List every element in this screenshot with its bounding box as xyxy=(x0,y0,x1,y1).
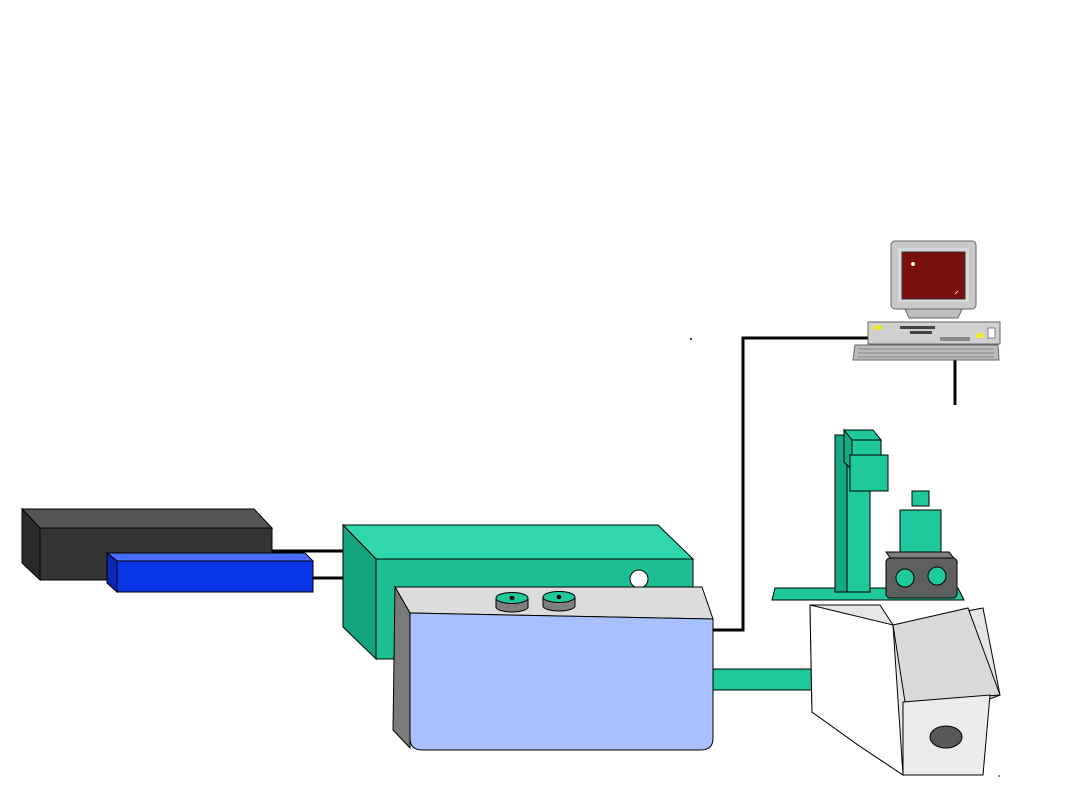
front-panel xyxy=(409,612,714,751)
indicator-light xyxy=(629,569,649,589)
blue-box xyxy=(105,551,315,594)
microscope xyxy=(771,428,1001,776)
microscope-port xyxy=(929,725,963,749)
front-panel-unit xyxy=(392,585,714,751)
stray-dot xyxy=(998,775,1000,777)
knob-right xyxy=(542,591,576,612)
knob-left xyxy=(495,592,529,613)
cable-unit-to-computer xyxy=(713,336,950,632)
monitor-screen xyxy=(901,251,966,300)
desktop-computer-icon xyxy=(852,240,1001,361)
stray-dot xyxy=(690,338,692,340)
